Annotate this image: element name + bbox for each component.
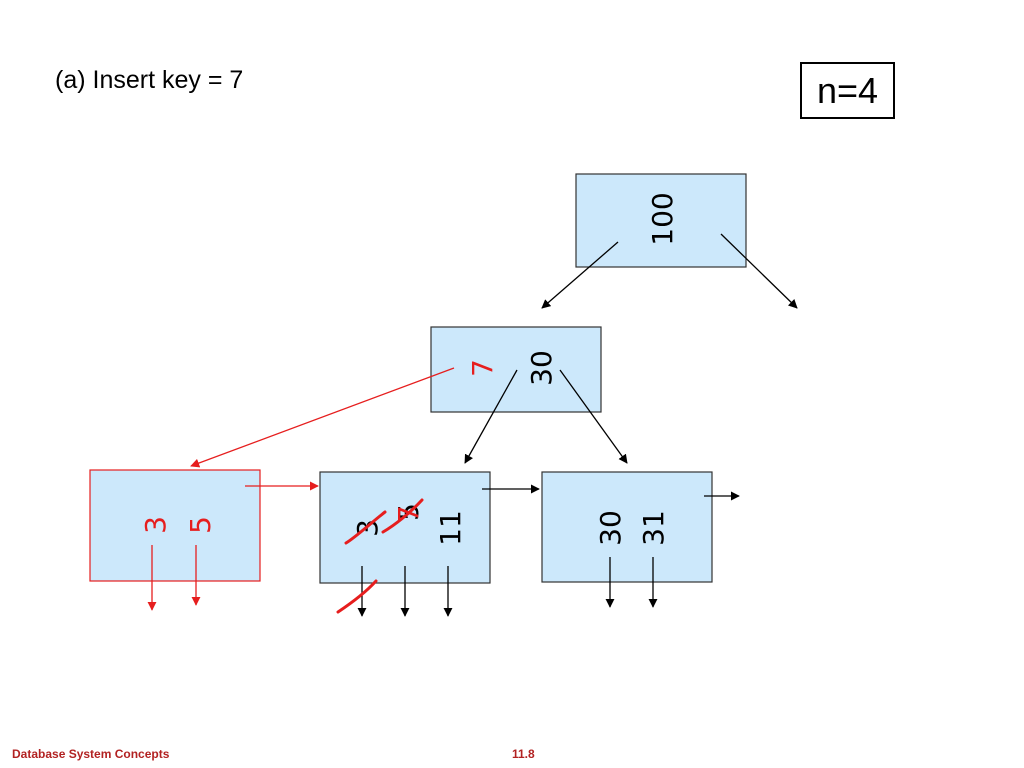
- new-leaf-node: [89, 469, 261, 582]
- internal-pointer-to-right-leaf: [559, 369, 628, 464]
- internal-node: [430, 326, 602, 413]
- split-leaf-node: [319, 471, 491, 584]
- right-leaf-key-30: 30: [594, 510, 627, 546]
- internal-pointer-to-new-leaf: [190, 367, 455, 468]
- footer-page-number: 11.8: [512, 747, 535, 761]
- right-leaf-node: [541, 471, 713, 583]
- internal-key-30: 30: [525, 350, 558, 386]
- strike-mark-key-3: [344, 510, 387, 545]
- bplus-tree-diagram: 100 7 30 3 5 3 5 7 11 30 31: [89, 173, 798, 617]
- internal-new-key: 7: [466, 359, 499, 377]
- slide-title: (a) Insert key = 7: [55, 66, 244, 94]
- root-left-pointer: [541, 241, 619, 309]
- strike-mark-pointer: [336, 579, 378, 614]
- footer-course-title: Database System Concepts: [12, 747, 170, 761]
- root-key: 100: [646, 192, 679, 245]
- right-leaf-key-31: 31: [637, 510, 670, 546]
- internal-pointer-to-split-leaf: [464, 369, 518, 464]
- new-leaf-key-3: 3: [139, 516, 172, 534]
- root-node: [575, 173, 747, 268]
- strike-mark-key-5: [381, 498, 424, 534]
- root-right-pointer: [720, 233, 798, 309]
- split-leaf-key-11: 11: [434, 510, 467, 546]
- order-label: n=4: [800, 62, 895, 119]
- new-leaf-key-5: 5: [184, 516, 217, 534]
